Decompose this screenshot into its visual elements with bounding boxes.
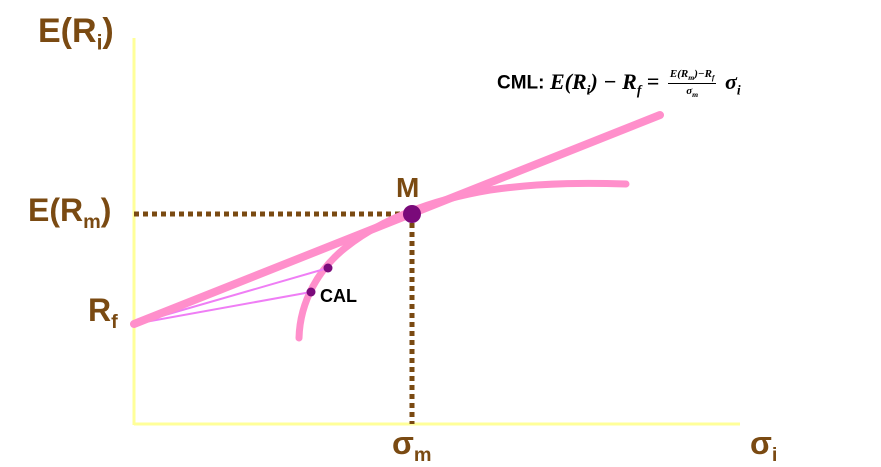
cal-point-upper <box>323 263 333 273</box>
cal-point-lower <box>306 287 316 297</box>
cml-rhs: σi <box>724 68 741 98</box>
cml-equals: = <box>646 68 660 94</box>
market-sigma-label: σm <box>392 425 432 466</box>
cml-formula: CML: E(Ri) − Rf = E(Rm)−Rf σm σi <box>497 68 741 99</box>
capital-market-line <box>130 111 664 328</box>
cml-denominator: σm <box>686 85 699 100</box>
y-axis-label: E(Ri) <box>38 12 114 55</box>
market-return-label: E(Rm) <box>28 192 112 233</box>
market-portfolio-point <box>403 205 421 223</box>
efficient-frontier-curve <box>295 179 630 342</box>
cal-label: CAL <box>320 286 357 306</box>
cml-lhs: E(Ri) − Rf <box>549 68 642 98</box>
market-point-label: M <box>396 172 420 203</box>
cml-fraction: E(Rm)−Rf σm <box>667 68 717 100</box>
x-axis-label: σi <box>750 425 778 466</box>
risk-free-label: Rf <box>88 292 118 333</box>
cml-numerator: E(Rm)−Rf <box>667 68 717 85</box>
cal-line-lower <box>133 291 312 325</box>
cml-tag: CML: <box>497 72 545 94</box>
